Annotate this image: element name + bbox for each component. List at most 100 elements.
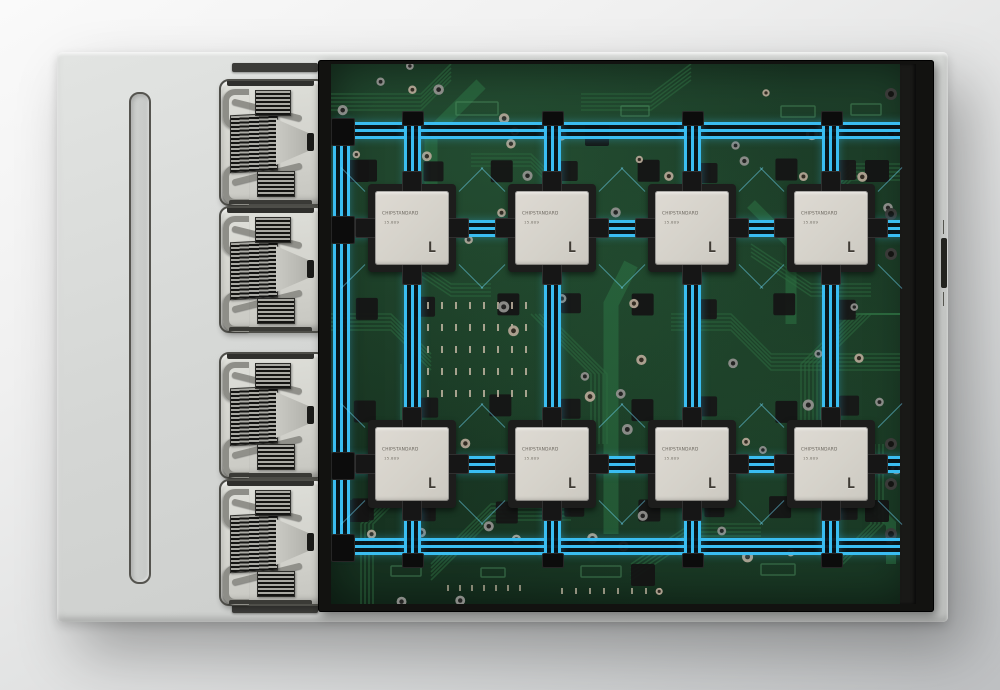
chip-connector-right xyxy=(587,218,609,238)
chip-label-line1: CHIPSTANDARD xyxy=(801,211,838,217)
rim-tick xyxy=(943,292,944,306)
chip-6: CHIPSTANDARD 15.809 L xyxy=(480,403,624,525)
chip-face: CHIPSTANDARD 15.809 L xyxy=(375,191,449,265)
link-junction xyxy=(821,553,843,568)
module-port-slot xyxy=(307,533,314,551)
module-port-slot xyxy=(307,133,314,151)
optical-link-bus-top xyxy=(337,122,916,139)
chip-face: CHIPSTANDARD 15.809 L xyxy=(515,191,589,265)
link-junction xyxy=(682,553,704,568)
chip-face: CHIPSTANDARD 15.809 L xyxy=(794,427,868,501)
chip-connector-bottom xyxy=(682,499,702,521)
heatsink-fins-bottom xyxy=(257,171,295,197)
module-bottom-bar xyxy=(228,200,313,204)
chip-connector-top xyxy=(821,171,841,193)
chip-connector-top xyxy=(682,171,702,193)
chip-connector-left xyxy=(774,218,796,238)
module-top-bar xyxy=(226,81,315,86)
heatsink-fins-large xyxy=(230,239,278,301)
optical-link-row-1 xyxy=(331,220,916,237)
chip-7: CHIPSTANDARD 15.809 L xyxy=(620,403,764,525)
link-terminal xyxy=(331,534,355,562)
chip-connector-bottom xyxy=(821,499,841,521)
module-top-bar xyxy=(226,481,315,486)
chip-5: CHIPSTANDARD 15.809 L xyxy=(340,403,484,525)
chip-connector-top xyxy=(542,407,562,429)
module-port-slot xyxy=(307,260,314,278)
chip-face: CHIPSTANDARD 15.809 L xyxy=(794,191,868,265)
chip-3: CHIPSTANDARD 15.809 L xyxy=(620,167,764,289)
chip-label-line1: CHIPSTANDARD xyxy=(382,447,419,453)
chip-face: CHIPSTANDARD 15.809 L xyxy=(655,191,729,265)
chip-connector-top xyxy=(402,171,422,193)
chip-connector-right xyxy=(866,218,888,238)
device-chassis: CHIPSTANDARD 15.809 L CHIPSTANDARD 15.80… xyxy=(57,52,948,622)
chip-label-line2: 15.809 xyxy=(803,456,819,461)
heatsink-fins-bottom xyxy=(257,298,295,324)
chip-connector-left xyxy=(355,454,377,474)
chip-connector-right xyxy=(447,218,469,238)
chip-label-line1: CHIPSTANDARD xyxy=(382,211,419,217)
handle-slot xyxy=(129,92,151,584)
module-funnel xyxy=(276,119,308,165)
chip-label-line2: 15.809 xyxy=(524,220,540,225)
chip-label-line2: 15.809 xyxy=(664,220,680,225)
chip-8: CHIPSTANDARD 15.809 L xyxy=(759,403,903,525)
heatsink-fins-bottom xyxy=(257,444,295,470)
chip-logo: L xyxy=(707,240,716,256)
chip-connector-left xyxy=(635,218,657,238)
heatsink-module-2 xyxy=(219,206,322,333)
heatsink-fins-large xyxy=(230,512,278,574)
heatsink-fins-top xyxy=(255,363,291,389)
chip-connector-right xyxy=(727,218,749,238)
chip-1: CHIPSTANDARD 15.809 L xyxy=(340,167,484,289)
heatsink-fins-bottom xyxy=(257,571,295,597)
pcb: CHIPSTANDARD 15.809 L CHIPSTANDARD 15.80… xyxy=(318,60,934,612)
chip-connector-bottom xyxy=(402,499,422,521)
chip-4: CHIPSTANDARD 15.809 L xyxy=(759,167,903,289)
optical-link-row-2 xyxy=(331,456,916,473)
link-junction xyxy=(821,111,843,126)
optical-link-bus-bottom xyxy=(337,538,916,555)
module-port-slot xyxy=(307,406,314,424)
heatsink-module-3 xyxy=(219,352,322,479)
module-funnel xyxy=(276,392,308,438)
link-terminal xyxy=(331,118,355,146)
chip-logo: L xyxy=(846,240,855,256)
pcb-surface: CHIPSTANDARD 15.809 L CHIPSTANDARD 15.80… xyxy=(331,64,916,604)
link-junction xyxy=(402,111,424,126)
rim-tick xyxy=(943,220,944,234)
chip-face: CHIPSTANDARD 15.809 L xyxy=(655,427,729,501)
module-rail-top xyxy=(232,63,318,72)
chip-label-line1: CHIPSTANDARD xyxy=(522,211,559,217)
link-junction xyxy=(542,553,564,568)
module-bottom-bar xyxy=(228,473,313,477)
chip-connector-top xyxy=(682,407,702,429)
chip-connector-right xyxy=(447,454,469,474)
module-bottom-bar xyxy=(228,600,313,604)
chip-connector-right xyxy=(587,454,609,474)
chip-label-line2: 15.809 xyxy=(384,456,400,461)
heatsink-fins-top xyxy=(255,217,291,243)
chip-connector-bottom xyxy=(821,263,841,285)
chip-logo: L xyxy=(567,240,576,256)
chip-logo: L xyxy=(707,476,716,492)
module-bottom-bar xyxy=(228,327,313,331)
chip-connector-right xyxy=(866,454,888,474)
heatsink-fins-top xyxy=(255,490,291,516)
chip-logo: L xyxy=(427,476,436,492)
chip-connector-top xyxy=(402,407,422,429)
heatsink-module-1 xyxy=(219,79,322,206)
module-funnel xyxy=(276,246,308,292)
chip-label-line1: CHIPSTANDARD xyxy=(522,447,559,453)
chip-connector-top xyxy=(821,407,841,429)
pcb-right-rail xyxy=(900,64,916,604)
chip-connector-top xyxy=(542,171,562,193)
chip-label-line1: CHIPSTANDARD xyxy=(662,211,699,217)
chip-logo: L xyxy=(846,476,855,492)
module-rail-bottom xyxy=(232,604,318,613)
link-terminal xyxy=(331,216,355,244)
chip-label-line2: 15.809 xyxy=(524,456,540,461)
chip-connector-left xyxy=(495,454,517,474)
